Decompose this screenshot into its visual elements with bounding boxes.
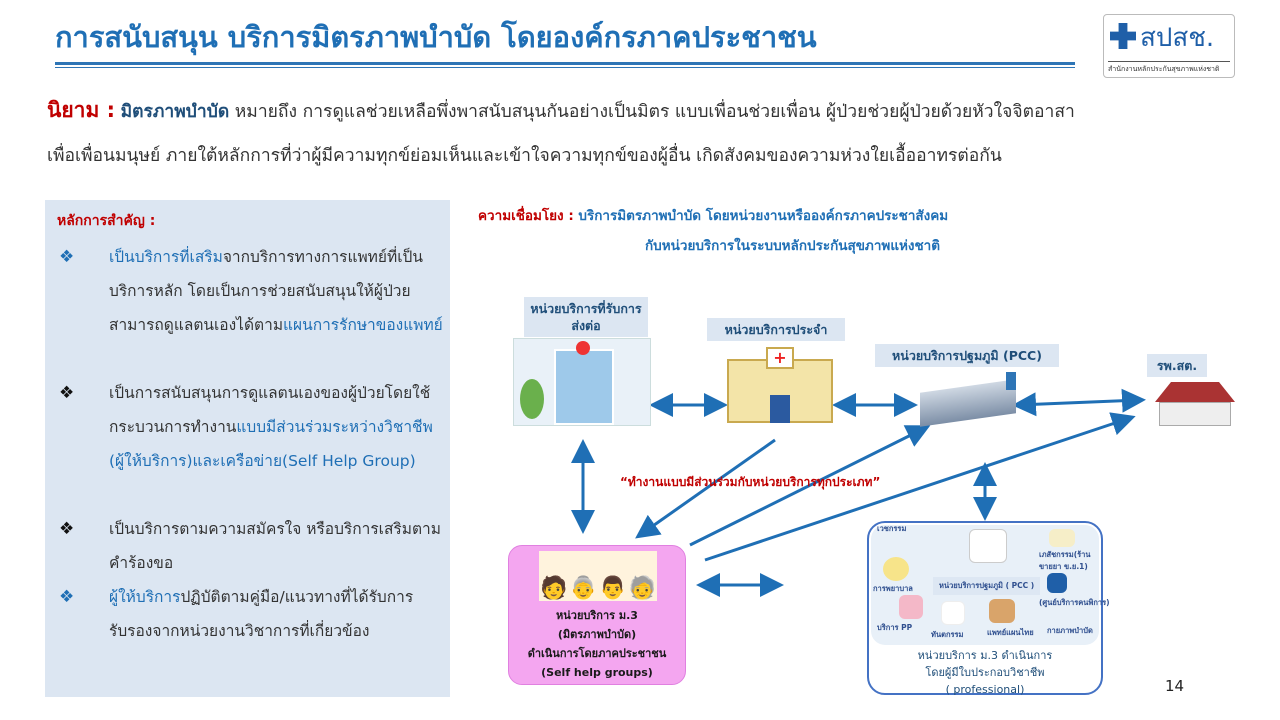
arrow-regular-m3 [635,438,776,539]
m3-group-line: หน่วยบริการ ม.3 [556,609,638,622]
tooth-icon [941,601,965,625]
definition-term: นิยาม : [47,98,116,122]
definition-line-2: เพื่อเพื่อนมนุษย์ ภายใต้หลักการที่ว่าผู้… [47,146,1002,166]
pcc-services-cluster: หน่วยบริการปฐมภูมิ ( PCC ) เวชกรรม การพย… [871,524,1110,645]
regular-unit-label: หน่วยบริการประจำ [707,318,845,341]
service-label: เวชกรรม [877,524,907,533]
service-label: กายภาพบำบัด [1047,626,1093,635]
principle-item: ❖ ผู้ให้บริการปฏิบัติตามคู่มือ/แนวทางที่ไ… [59,580,444,648]
arrow-m3-hospital [704,412,1136,562]
title-underline [55,62,1075,65]
nurse-icon [883,557,909,581]
m3-professional-box: หน่วยบริการปฐมภูมิ ( PCC ) เวชกรรม การพย… [867,521,1110,696]
participation-note: “ทำงานแบบมีส่วนร่วมกับหน่วยบริการทุกประเ… [620,475,881,489]
arrow-pcc-hospital [1012,388,1146,417]
pharmacy-icon [1049,529,1075,547]
pcc-building-image [920,372,1020,427]
page-title: การสนับสนุน บริการมิตรภาพบำบัด โดยองค์กร… [55,20,817,54]
mother-baby-icon [899,595,923,619]
definition-keyword: มิตรภาพบำบัด [120,102,230,122]
text: ปฏิบัติตามคู่มือ/แนวทางที่ได้รับการรับรอ… [109,588,414,640]
wheelchair-icon [1047,573,1067,593]
referral-unit-label: หน่วยบริการที่รับการส่งต่อ [524,297,648,337]
diagram-caption-1: ความเชื่อมโยง : บริการมิตรภาพบำบัด โดยหน… [478,204,948,226]
referral-hospital-image [513,338,651,426]
health-center-label: รพ.สต. [1147,354,1207,377]
pcc-logo-icon [969,529,1007,563]
text: จากบริการทางการแพทย์ที่เป็นบริการหลัก โด… [109,248,423,334]
m3-self-help-group-box: 🧑👵👨🧓 หน่วยบริการ ม.3 (มิตรภาพบำบัด) ดำเน… [508,545,686,685]
thai-massage-icon [989,599,1015,623]
m3-pro-line: ( professional) [945,683,1025,696]
m3-group-line: (Self help groups) [541,666,653,679]
diamond-bullet-icon: ❖ [59,383,75,403]
logo-name: สปสช. [1140,23,1215,53]
pcc-center-label: หน่วยบริการปฐมภูมิ ( PCC ) [933,577,1041,595]
caption-label: ความเชื่อมโยง : [478,208,574,224]
logo-subtitle: สำนักงานหลักประกันสุขภาพแห่งชาติ [1108,61,1230,75]
m3-pro-line: โดยผู้มีใบประกอบวิชาชีพ [925,666,1045,679]
pcc-unit-label: หน่วยบริการปฐมภูมิ (PCC) [875,344,1059,367]
principles-heading: หลักการสำคัญ : [57,213,156,229]
definition-text: หมายถึง การดูแลช่วยเหลือพึ่งพาสนับสนุนกั… [229,102,1075,122]
diamond-bullet-icon: ❖ [59,587,75,607]
m3-group-line: (มิตรภาพบำบัด) [557,628,637,641]
service-label: ทันตกรรม [931,630,964,639]
caption-text: บริการมิตรภาพบำบัด โดยหน่วยงานหรือองค์กร… [573,208,949,224]
highlight: แบบมีส่วนร่วมระหว่างวิชาชีพ (ผู้ให้บริกา… [109,418,433,470]
page-number: 14 [1165,677,1185,695]
text: เป็นบริการตามความสมัครใจ หรือบริการเสริม… [109,520,441,572]
highlight: ผู้ให้บริการ [109,588,181,606]
regular-hospital-image: + [722,345,838,425]
highlight: เป็นบริการที่เสริม [109,248,223,266]
service-label: แพทย์แผนไทย [987,628,1034,637]
service-label: การพยาบาล [873,584,913,593]
service-label: เภสัชกรรม(ร้านขายยา ข.ย.1) [1039,550,1091,571]
arrow-m3-pcc [689,425,931,547]
service-label: บริการ PP [877,623,913,632]
principles-panel: หลักการสำคัญ : ❖ เป็นบริการที่เสริมจากบริ… [45,200,450,697]
people-group-image: 🧑👵👨🧓 [539,551,657,601]
principle-item: ❖ เป็นบริการที่เสริมจากบริการทางการแพทย์ท… [59,240,444,342]
principle-item: ❖ เป็นบริการตามความสมัครใจ หรือบริการเสริ… [59,512,444,580]
highlight: แผนการรักษาของแพทย์ [283,316,443,334]
service-label: (ศูนย์บริการคนพิการ) [1039,598,1110,607]
nhso-logo: สปสช. สำนักงานหลักประกันสุขภาพแห่งชาติ [1103,14,1235,78]
principle-item: ❖ เป็นการสนับสนุนการดูแลตนเองของผู้ป่วยโด… [59,376,444,478]
diamond-bullet-icon: ❖ [59,519,75,539]
title-underline-thin [55,67,1075,68]
m3-pro-line: หน่วยบริการ ม.3 ดำเนินการ [917,649,1053,662]
definition-line-1: นิยาม : มิตรภาพบำบัด หมายถึง การดูแลช่วย… [47,94,1075,127]
text: เป็นการสนับสนุนการดูแลตนเองของผู้ป่วยโดย… [109,384,431,436]
health-center-image [1145,382,1245,428]
diamond-bullet-icon: ❖ [59,247,75,267]
diagram-caption-2: กับหน่วยบริการในระบบหลักประกันสุขภาพแห่ง… [645,238,941,254]
m3-group-line: ดำเนินการโดยภาคประชาชน [527,647,667,660]
